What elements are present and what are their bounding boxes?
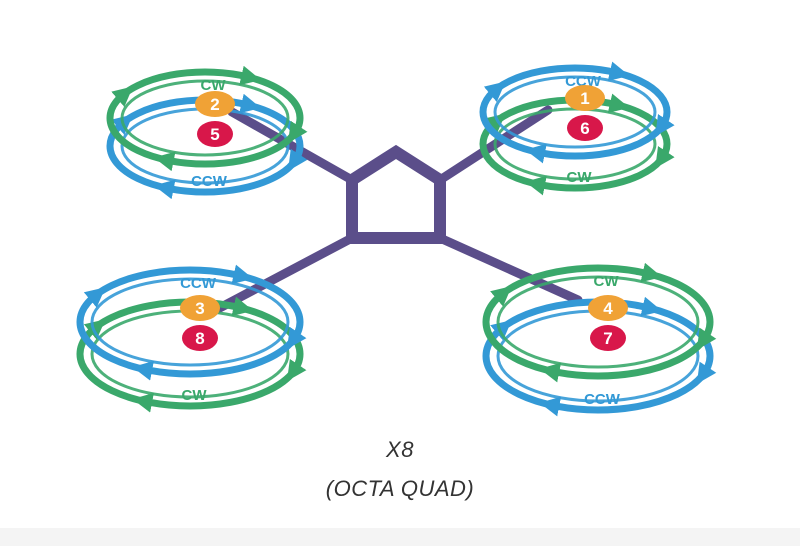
arm-front-left [227, 107, 357, 185]
svg-text:8: 8 [195, 329, 204, 348]
motor-8-badge: 8 [182, 325, 218, 351]
frame-arms [207, 105, 583, 317]
rotor-front-right-upper-ring [479, 61, 675, 164]
frame-body [346, 144, 446, 244]
rotor-front-left-upper-ring [106, 65, 308, 172]
svg-text:6: 6 [580, 119, 589, 138]
direction-label-rear-right-upper: CW [594, 273, 620, 290]
caption-subtitle: (OCTA QUAD) [325, 476, 475, 501]
direction-label-front-left-lower: CCW [191, 173, 228, 190]
motor-3-badge: 3 [180, 295, 220, 321]
upper-rotor-rings [76, 61, 717, 383]
rotor-rear-right-upper-ring [482, 262, 717, 383]
direction-label-rear-right-lower: CCW [584, 391, 621, 408]
motor-2-badge: 2 [195, 91, 235, 117]
motor-7-badge: 7 [590, 325, 626, 351]
motor-4-badge: 4 [588, 295, 628, 321]
svg-text:5: 5 [210, 125, 219, 144]
svg-text:7: 7 [603, 329, 612, 348]
svg-text:4: 4 [603, 299, 613, 318]
caption-title: X8 [386, 437, 414, 462]
rotor-rear-left-upper-ring [76, 264, 307, 381]
svg-text:2: 2 [210, 95, 219, 114]
footer-band [0, 528, 800, 546]
motor-5-badge: 5 [197, 121, 233, 147]
direction-label-rear-left-lower: CW [182, 387, 208, 404]
motor-1-badge: 1 [565, 85, 605, 111]
arm-rear-right [435, 233, 583, 305]
svg-text:3: 3 [195, 299, 204, 318]
direction-label-front-right-upper: CCW [565, 73, 602, 90]
direction-label-front-right-lower: CW [567, 169, 593, 186]
motor-6-badge: 6 [567, 115, 603, 141]
direction-label-rear-left-upper: CCW [180, 275, 217, 292]
direction-label-front-left-upper: CW [201, 77, 227, 94]
frame-hub [346, 144, 446, 244]
svg-text:1: 1 [580, 89, 589, 108]
